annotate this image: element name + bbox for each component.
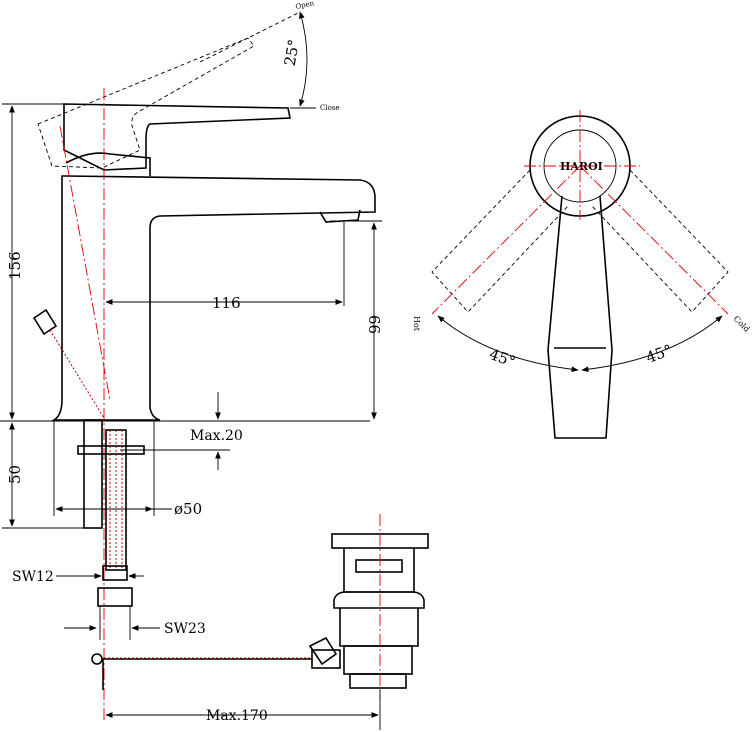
popup-waste bbox=[308, 533, 429, 689]
hot-axis bbox=[431, 165, 581, 315]
hot-label: Hot bbox=[412, 316, 421, 332]
handle-hot-ghost bbox=[431, 169, 569, 313]
reach-label: 116 bbox=[212, 294, 241, 312]
hose-nut bbox=[97, 587, 133, 607]
side-view: Open Close 25° 156 116 99 Max.20 50 bbox=[0, 0, 429, 730]
popup-knob bbox=[32, 308, 58, 336]
rod-length-label: Max.170 bbox=[206, 708, 268, 724]
rotation-arc-left bbox=[437, 315, 579, 373]
sw12-label: SW12 bbox=[12, 569, 54, 585]
angle-left-label: 45° bbox=[487, 345, 518, 371]
top-view: HAROI Hot Cold 45° 45° bbox=[412, 110, 752, 439]
handle-closed bbox=[63, 103, 291, 171]
sw23-label: SW23 bbox=[164, 621, 206, 637]
mounting-washer bbox=[77, 445, 145, 455]
max-thickness-label: Max.20 bbox=[190, 428, 243, 444]
faucet-body-outline bbox=[51, 175, 376, 421]
cartridge-dome bbox=[65, 152, 151, 176]
brand-mark: HAROI bbox=[560, 160, 603, 173]
rotation-arc-right bbox=[581, 315, 723, 373]
open-angle-label: 25° bbox=[281, 38, 303, 67]
spout-height-label: 99 bbox=[366, 315, 384, 334]
height-label: 156 bbox=[6, 251, 24, 280]
open-label: Open bbox=[295, 0, 316, 11]
handle-center bbox=[547, 195, 613, 439]
threaded-shank bbox=[83, 419, 103, 529]
close-label: Close bbox=[320, 104, 340, 112]
handle-cold-ghost bbox=[591, 169, 729, 313]
rod-pivot bbox=[91, 653, 103, 665]
cold-axis bbox=[579, 165, 729, 315]
hose-braid bbox=[109, 430, 123, 570]
below-deck-label: 50 bbox=[6, 465, 24, 484]
cold-label: Cold bbox=[732, 314, 752, 334]
hole-diameter-label: ø50 bbox=[174, 500, 202, 518]
angle-right-label: 45° bbox=[644, 341, 675, 367]
open-angle-arc bbox=[299, 11, 308, 107]
